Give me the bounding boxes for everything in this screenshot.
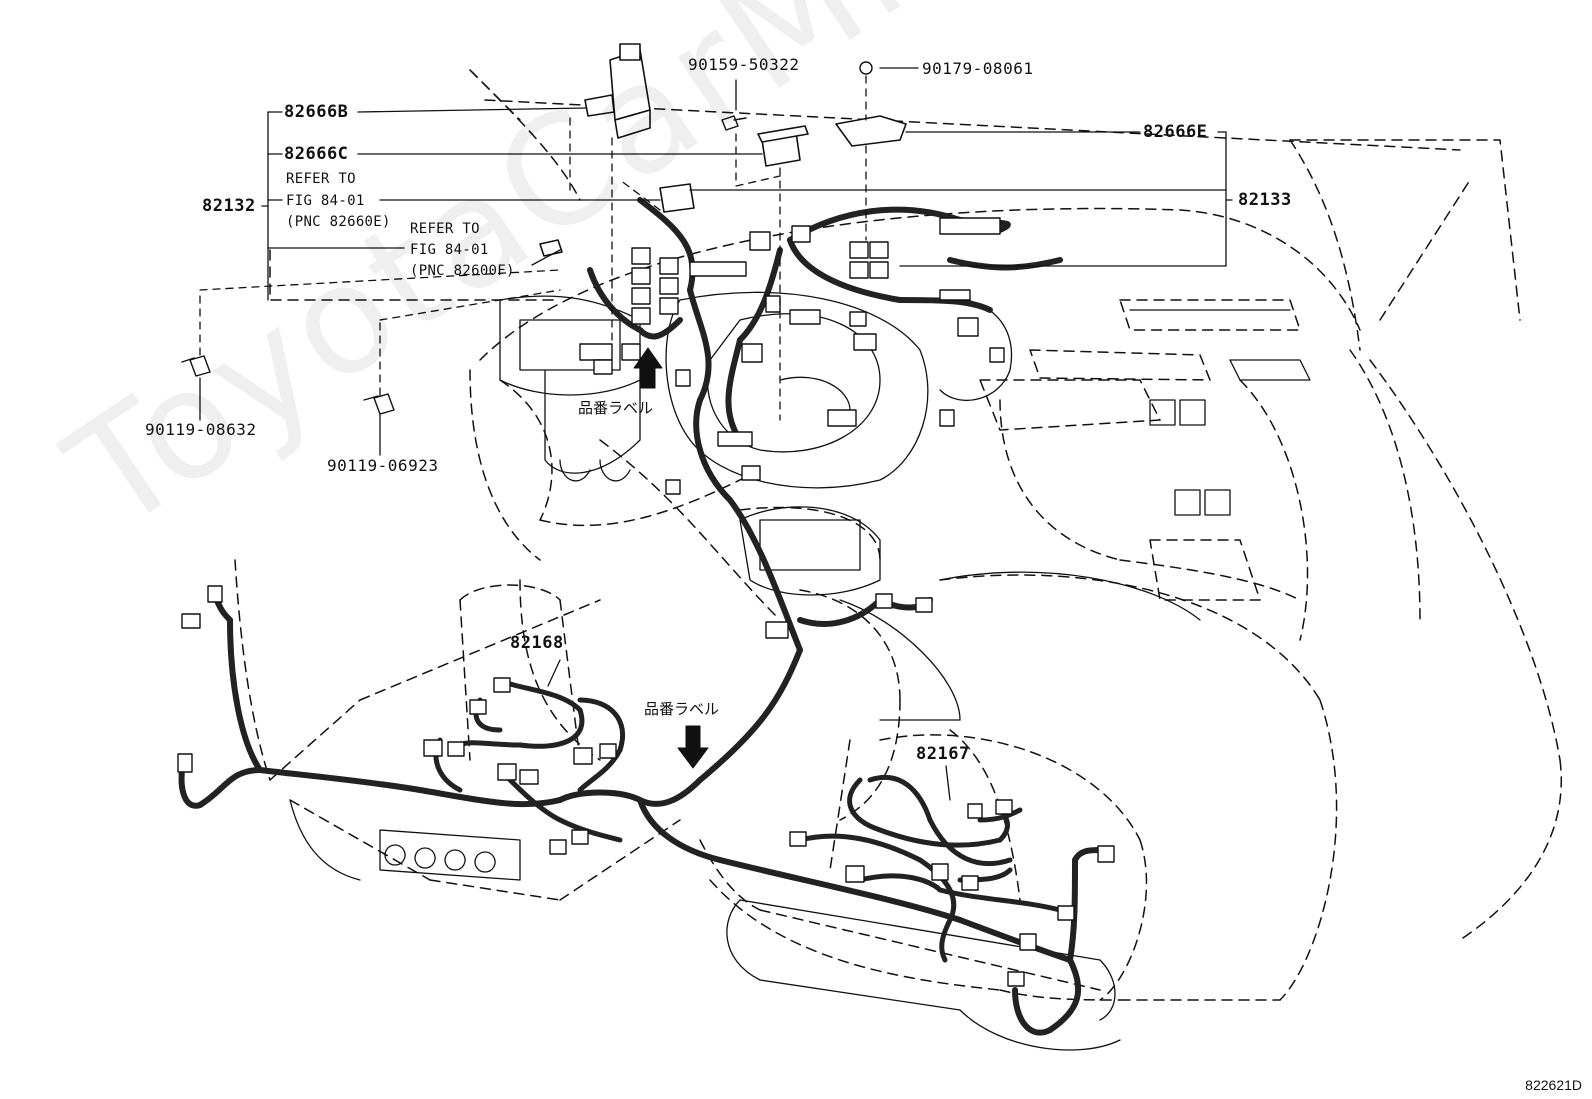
label-arrow-down — [677, 725, 709, 769]
refer-2-line3: (PNC 82600F) — [410, 263, 515, 279]
label-arrow-up — [633, 347, 663, 389]
figure-id: 822621D — [1525, 1077, 1582, 1093]
harness-82167 — [797, 774, 1063, 963]
relay-82666c — [757, 125, 809, 167]
part-number-label-note-lower: 品番ラベル — [644, 700, 720, 718]
dashed-leaders — [199, 75, 867, 421]
relay-82666b — [584, 43, 651, 139]
label-82132: 82132 — [202, 196, 256, 216]
label-90159-50322: 90159-50322 — [688, 55, 800, 74]
connectors — [177, 217, 1115, 987]
label-82666c: 82666C — [284, 144, 349, 164]
refer-1-line1: REFER TO — [286, 171, 356, 187]
label-90179-08061: 90179-08061 — [922, 59, 1034, 78]
label-82168: 82168 — [510, 633, 564, 653]
label-90119-06923: 90119-06923 — [327, 456, 439, 475]
refer-2-line2: FIG 84-01 — [410, 242, 489, 258]
relay-82666e — [835, 115, 907, 147]
bolts — [181, 61, 873, 415]
console-panels — [289, 291, 1311, 1051]
label-90119-08632: 90119-08632 — [145, 420, 257, 439]
label-82666e: 82666E — [1143, 122, 1208, 142]
leaders — [199, 67, 1233, 801]
label-82133: 82133 — [1238, 190, 1292, 210]
harness-trunks — [178, 197, 1103, 1036]
refer-1-line3: (PNC 82660E) — [286, 214, 391, 230]
relay-82132 — [539, 183, 695, 257]
refer-2-line1: REFER TO — [410, 221, 480, 237]
harness-82168 — [433, 677, 626, 843]
part-number-label-note-upper: 品番ラベル — [578, 399, 654, 417]
label-82167: 82167 — [916, 744, 970, 764]
label-82666b: 82666B — [284, 102, 349, 122]
refer-1-line2: FIG 84-01 — [286, 193, 365, 209]
